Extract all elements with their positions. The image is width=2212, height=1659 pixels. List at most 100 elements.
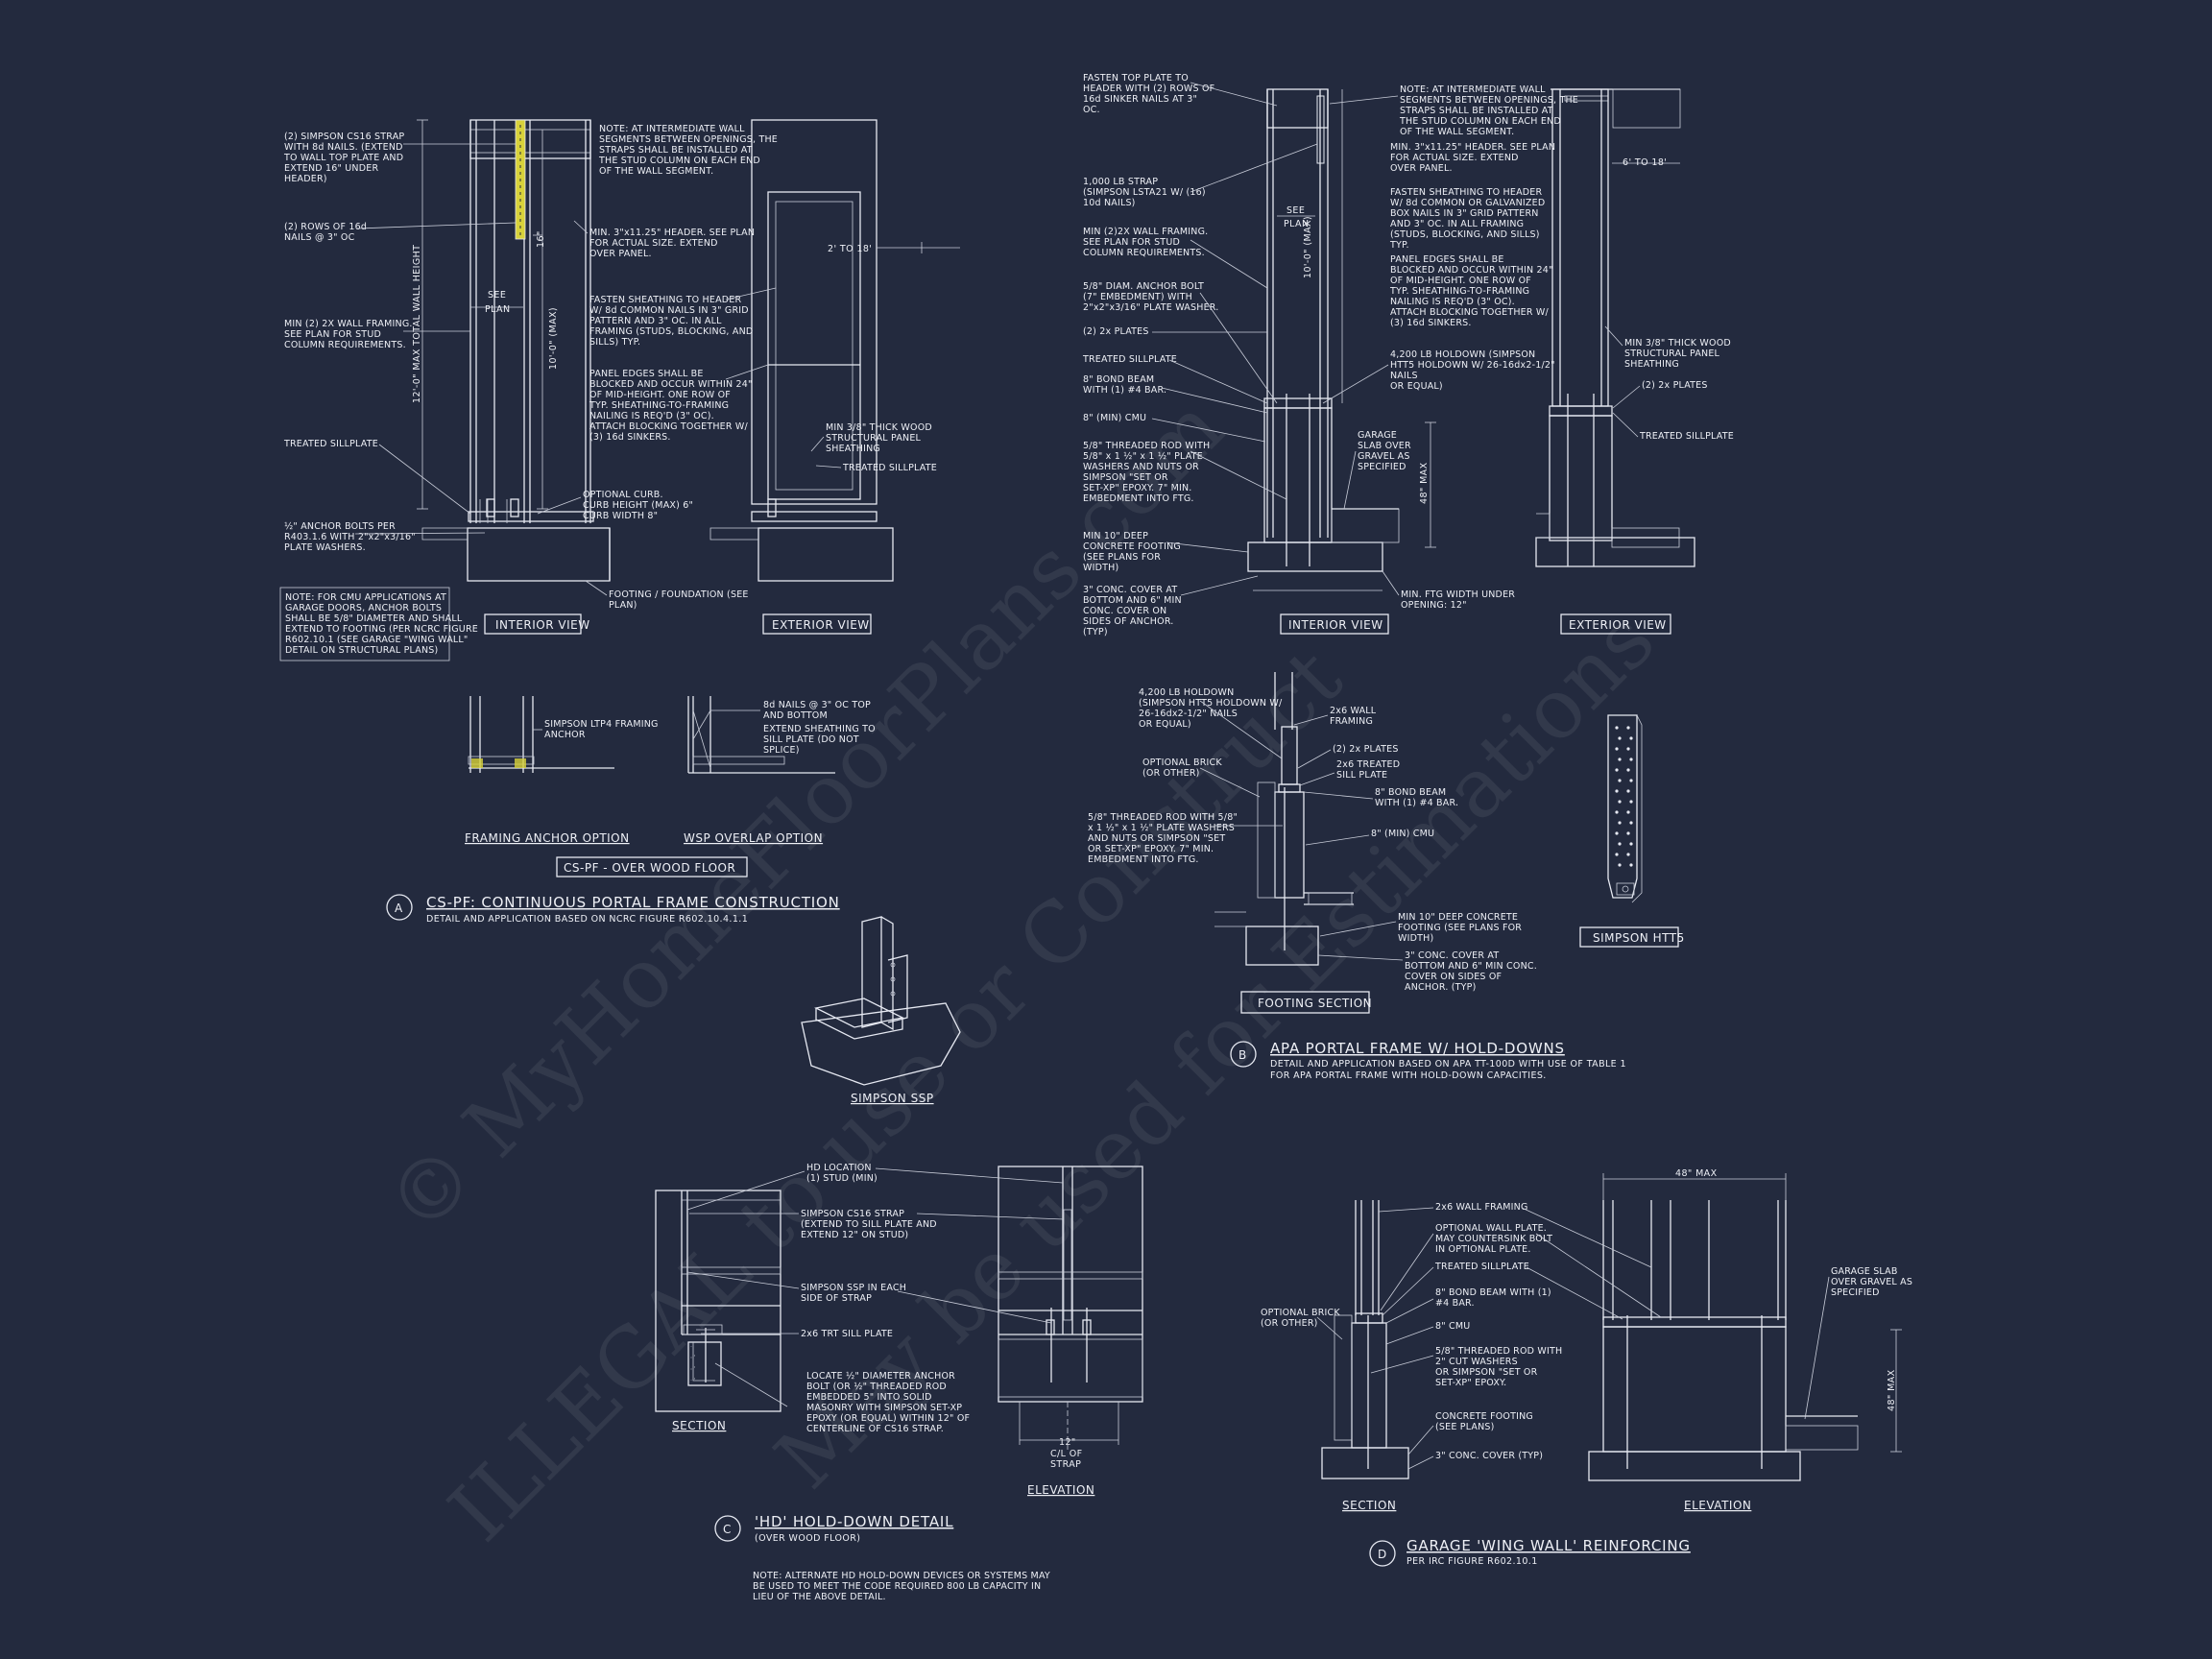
- detail-b-subtitle-1: DETAIL AND APPLICATION BASED ON APA TT-1…: [1270, 1059, 1626, 1070]
- nail-hole: [1629, 779, 1633, 782]
- detail-a-exterior-view-box: [762, 613, 872, 635]
- svg-text:SIMPSON CS16 STRAP(EXTEND TO S: SIMPSON CS16 STRAP(EXTEND TO SILL PLATE …: [801, 1209, 937, 1240]
- detail-c-title: 'HD' HOLD-DOWN DETAIL: [755, 1513, 953, 1530]
- nail-hole: [1629, 821, 1633, 825]
- detail-b-dim-wall: 10'-0" (MAX): [1303, 216, 1313, 278]
- detail-a-sub-label: CS-PF - OVER WOOD FLOOR: [564, 861, 735, 875]
- svg-text:4,200 LB HOLDOWN(SIMPSON HTT5: 4,200 LB HOLDOWN(SIMPSON HTT5 HOLDOWN W/…: [1139, 687, 1283, 730]
- detail-b: 10'-0" (MAX) SEE PLAN 48" MAX 6' TO 18' …: [1082, 73, 1734, 1081]
- detail-a-note-sill-ext: TREATED SILLPLATE: [815, 463, 937, 473]
- detail-c-dim-cl: C/L OF: [1050, 1449, 1083, 1459]
- nail-hole: [1629, 842, 1633, 846]
- svg-text:3" CONC. COVER (TYP): 3" CONC. COVER (TYP): [1435, 1451, 1543, 1461]
- detail-b-note-sill: TREATED SILLPLATE: [1082, 354, 1268, 404]
- detail-b-ssp-label: SIMPSON SSP: [851, 1092, 934, 1105]
- detail-d-title: GARAGE 'WING WALL' REINFORCING: [1407, 1537, 1691, 1554]
- detail-a-dim-wall: 10'-0" (MAX): [548, 307, 559, 370]
- detail-b-note-fs-holdown: 4,200 LB HOLDOWN(SIMPSON HTT5 HOLDOWN W/…: [1139, 687, 1283, 759]
- svg-text:TREATED SILLPLATE: TREATED SILLPLATE: [1082, 354, 1177, 365]
- detail-a-nails8d-1: 8d NAILS @ 3" OC TOP: [763, 700, 871, 710]
- nail-hole: [1626, 831, 1630, 835]
- detail-b-dim-48: 48" MAX: [1419, 462, 1430, 504]
- detail-b-footing-section-label: FOOTING SECTION: [1258, 997, 1372, 1010]
- detail-a-note-curb: OPTIONAL CURB.CURB HEIGHT (MAX) 6"CURB W…: [537, 490, 693, 521]
- detail-b-interior-view-box: [1280, 613, 1389, 635]
- detail-b-note-fs-brick: OPTIONAL BRICK(OR OTHER): [1142, 757, 1261, 798]
- svg-text:5/8" THREADED ROD WITH 5/8"x 1: 5/8" THREADED ROD WITH 5/8"x 1 ½" x 1 ½"…: [1088, 812, 1238, 865]
- detail-a-wsp-overlap-drawing: [687, 696, 835, 774]
- detail-c-bottom-note: NOTE: ALTERNATE HD HOLD-DOWN DEVICES OR …: [753, 1571, 1050, 1602]
- detail-d-note-cover: 3" CONC. COVER (TYP): [1407, 1451, 1543, 1470]
- detail-b-dim-see: SEE: [1286, 205, 1305, 216]
- svg-text:OPTIONAL BRICK(OR OTHER): OPTIONAL BRICK(OR OTHER): [1261, 1308, 1340, 1329]
- detail-d-subtitle: PER IRC FIGURE R602.10.1: [1407, 1556, 1538, 1567]
- detail-c: SECTION 12" C/L OF STRAP ELEVATION HD LO…: [655, 1163, 1143, 1602]
- detail-a-interior-view-box: [484, 613, 582, 635]
- detail-d-section-drawing: [1321, 1200, 1409, 1479]
- svg-text:(2) 2x PLATES: (2) 2x PLATES: [1083, 326, 1149, 337]
- svg-text:TREATED SILLPLATE: TREATED SILLPLATE: [1639, 431, 1734, 442]
- detail-a-ltp4-1: SIMPSON LTP4 FRAMING: [544, 719, 659, 730]
- svg-text:2x6 WALL FRAMING: 2x6 WALL FRAMING: [1435, 1202, 1528, 1213]
- detail-a: 12'-0" MAX TOTAL WALL HEIGHT 10'-0" (MAX…: [279, 119, 960, 925]
- nail-hole: [1618, 757, 1622, 761]
- detail-a-wsp-overlap-label: WSP OVERLAP OPTION: [684, 831, 823, 845]
- nail-hole: [1618, 800, 1622, 804]
- detail-b-dim-plan: PLAN: [1284, 219, 1309, 229]
- detail-c-elevation-drawing: [998, 1166, 1143, 1450]
- detail-b-note-fs-rod: 5/8" THREADED ROD WITH 5/8"x 1 ½" x 1 ½"…: [1088, 812, 1283, 865]
- detail-b-title: APA PORTAL FRAME W/ HOLD-DOWNS: [1270, 1040, 1565, 1057]
- detail-b-interior-view-label: INTERIOR VIEW: [1288, 618, 1383, 632]
- detail-d-marker-circle: [1369, 1540, 1396, 1567]
- detail-c-marker-circle: [714, 1515, 741, 1542]
- detail-b-note-cmu: 8" (MIN) CMU: [1083, 413, 1266, 443]
- detail-b-note-plates: (2) 2x PLATES: [1083, 326, 1267, 337]
- nail-hole: [1626, 789, 1630, 793]
- detail-d-dim-side: 48" MAX: [1887, 1369, 1897, 1411]
- detail-b-htt5-label: SIMPSON HTT5: [1593, 931, 1685, 945]
- svg-text:8" CMU: 8" CMU: [1435, 1321, 1470, 1332]
- detail-c-note-sill: 2x6 TRT SILL PLATE: [701, 1329, 893, 1339]
- detail-b-exterior-drawing: [1535, 88, 1695, 567]
- detail-b-subtitle-2: FOR APA PORTAL FRAME WITH HOLD-DOWN CAPA…: [1270, 1070, 1547, 1081]
- svg-text:OPTIONAL CURB.CURB HEIGHT (MAX: OPTIONAL CURB.CURB HEIGHT (MAX) 6"CURB W…: [583, 490, 693, 521]
- detail-d-elevation-label: ELEVATION: [1684, 1499, 1751, 1512]
- detail-d-note-treated: TREATED SILLPLATE: [1382, 1262, 1623, 1320]
- detail-b-dim-span: 6' TO 18': [1623, 157, 1667, 168]
- nail-hole: [1615, 789, 1619, 793]
